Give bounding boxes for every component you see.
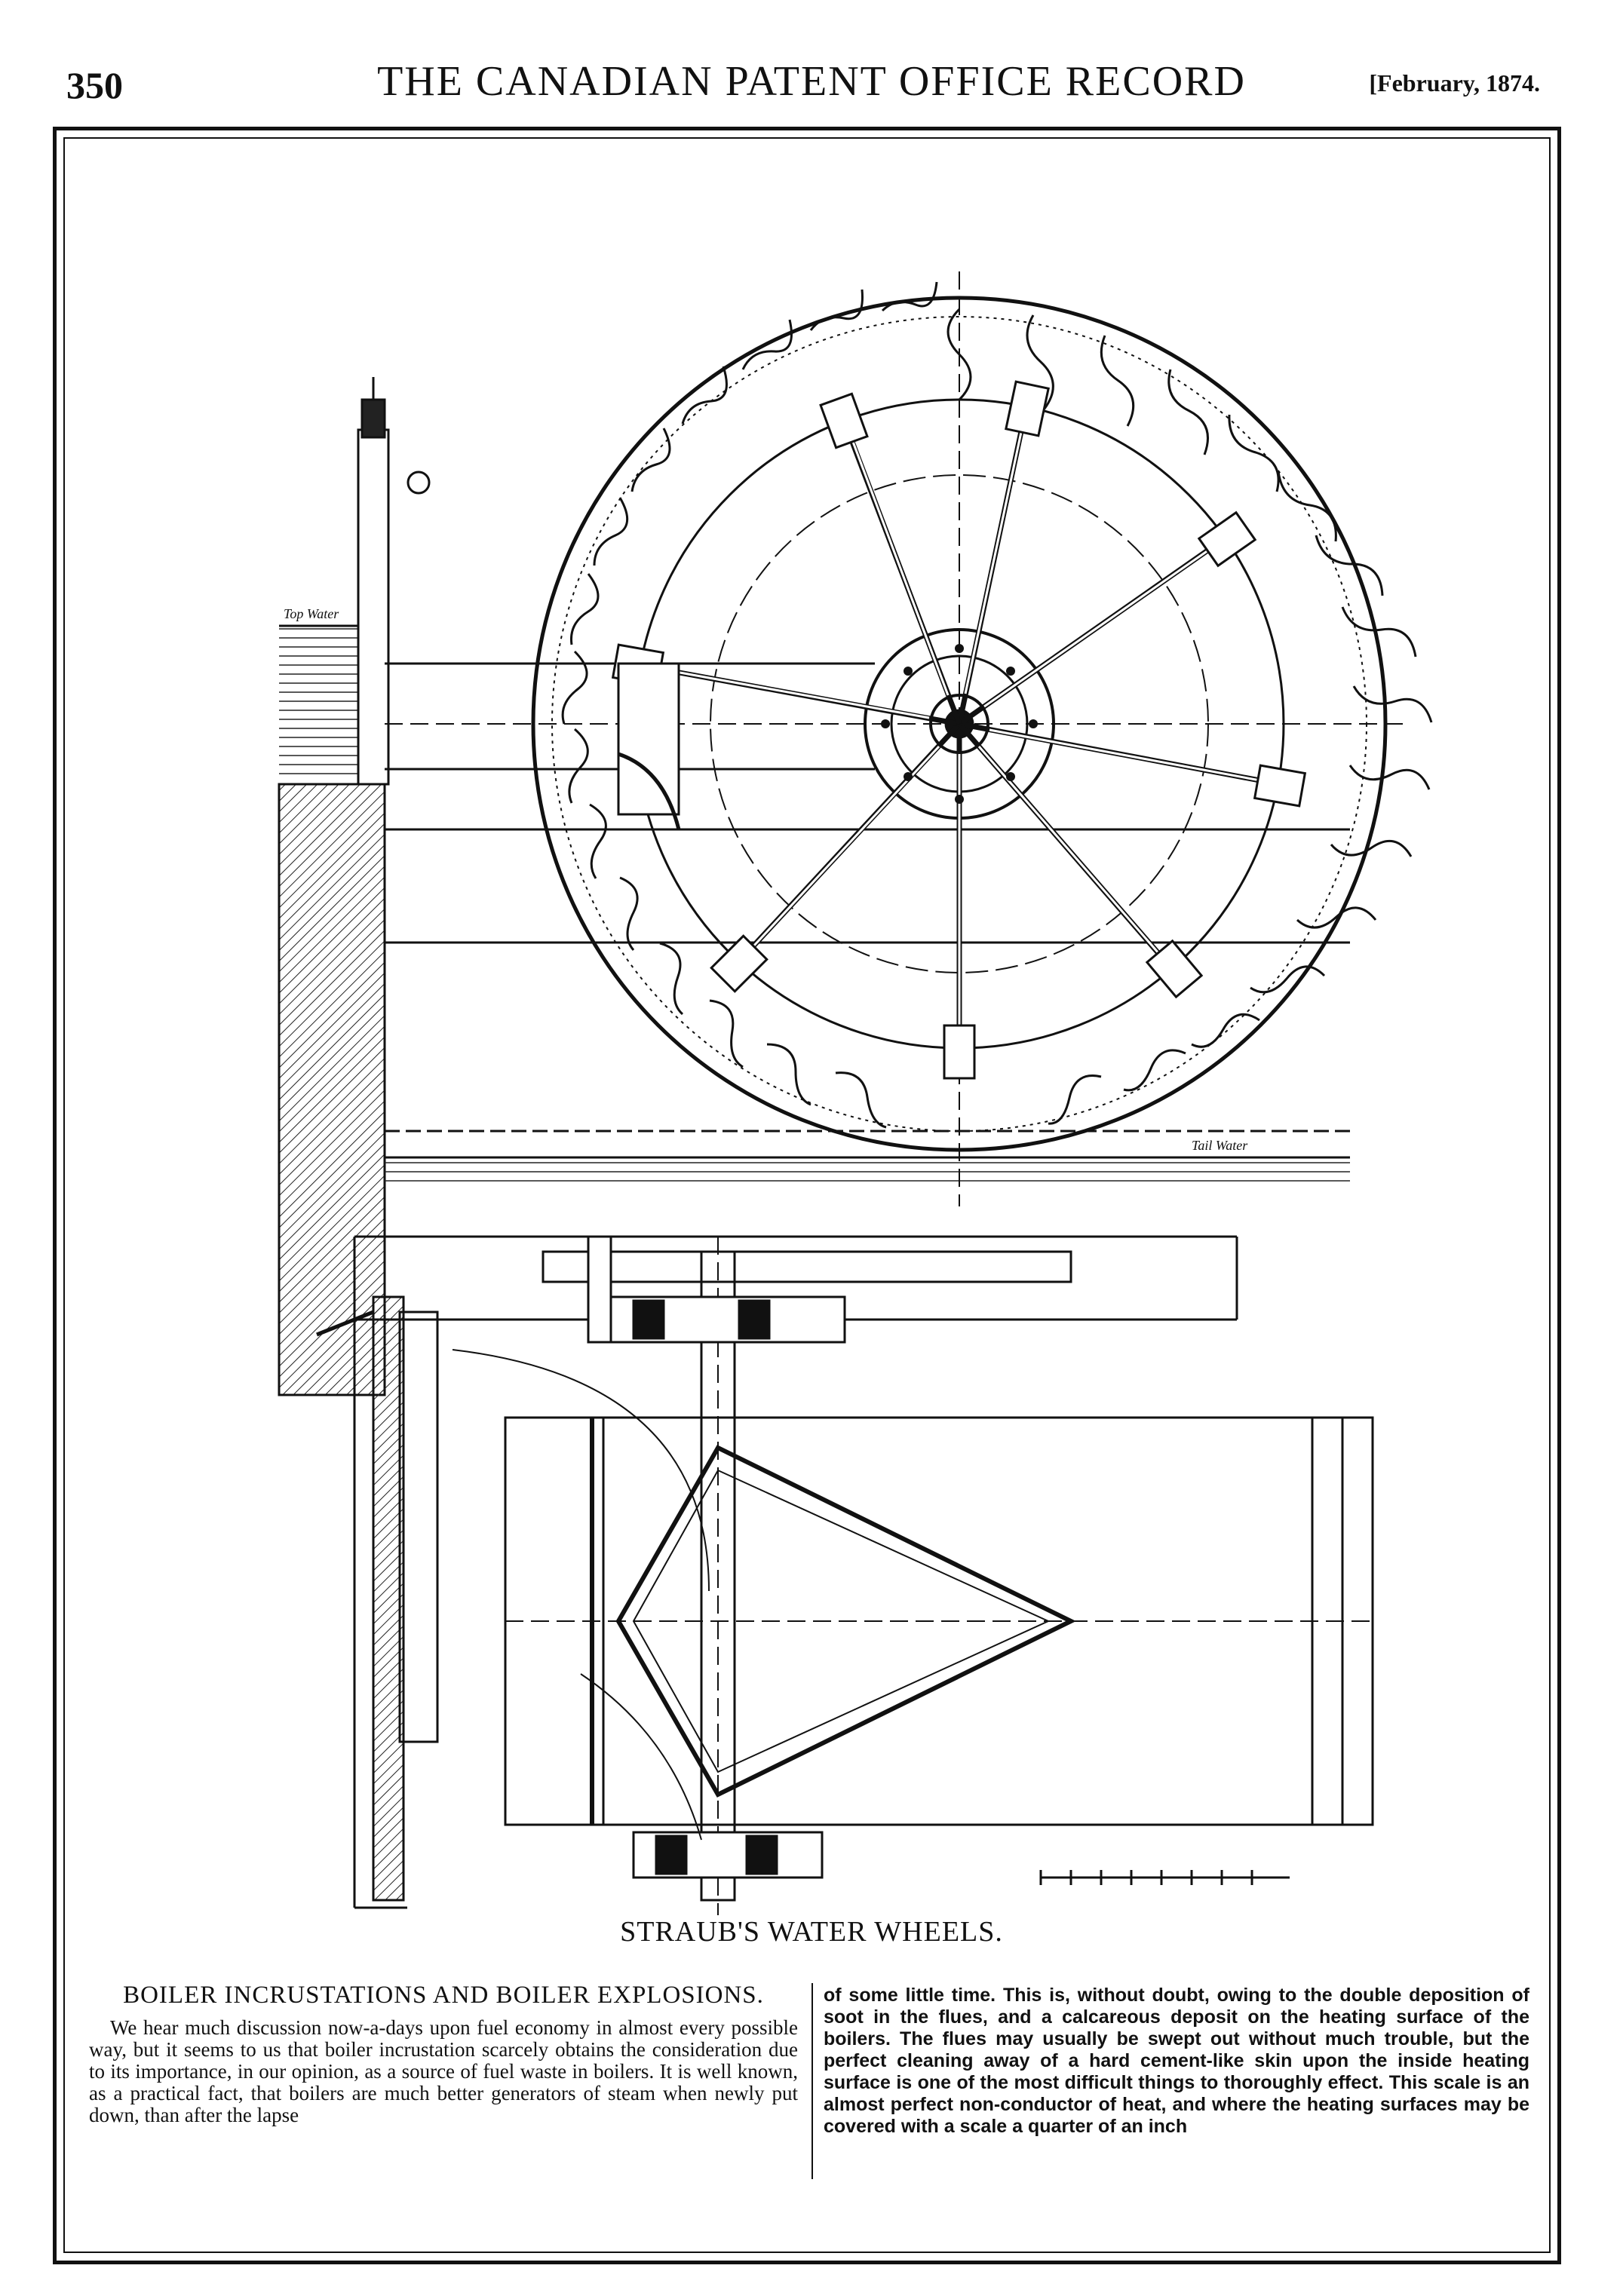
masonry-wall [278,783,386,1396]
article-column-left: BOILER INCRUSTATIONS AND BOILER EXPLOSIO… [89,1982,798,2126]
figure-caption: STRAUB'S WATER WHEELS. [620,1916,1003,1948]
issue-date: [February, 1874. [1369,69,1540,97]
tail-water-label: Tail Water [1192,1138,1248,1153]
water-wheel [385,271,1433,1206]
water-wheel-engraving: Top Water Tail Water [278,271,1433,1915]
elevation-view: Top Water Tail Water [278,271,1433,1396]
article-title: BOILER INCRUSTATIONS AND BOILER EXPLOSIO… [123,1982,764,2009]
article-paragraph-continued: of some little time. This is, without do… [824,1985,1529,2137]
page-number: 350 [66,64,123,106]
plan-wall [372,1295,405,1902]
page-header: 350 THE CANADIAN PATENT OFFICE RECORD [F… [0,0,1623,136]
page-border-inner [63,137,1551,2253]
article-paragraph: We hear much discussion now-a-days upon … [89,2016,798,2126]
scale-bar [1039,1870,1290,1885]
wheel-buckets [561,281,1433,1129]
column-divider [812,1983,813,2179]
article-column-right: of some little time. This is, without do… [824,1985,1529,2138]
page-border-outer [53,127,1561,2264]
publication-title: THE CANADIAN PATENT OFFICE RECORD [377,58,1246,105]
top-water-label: Top Water [284,606,339,621]
plan-view [316,1235,1374,1915]
head-race-water [279,626,362,777]
gate-post [357,428,390,786]
tail-race-water [385,1157,1350,1188]
